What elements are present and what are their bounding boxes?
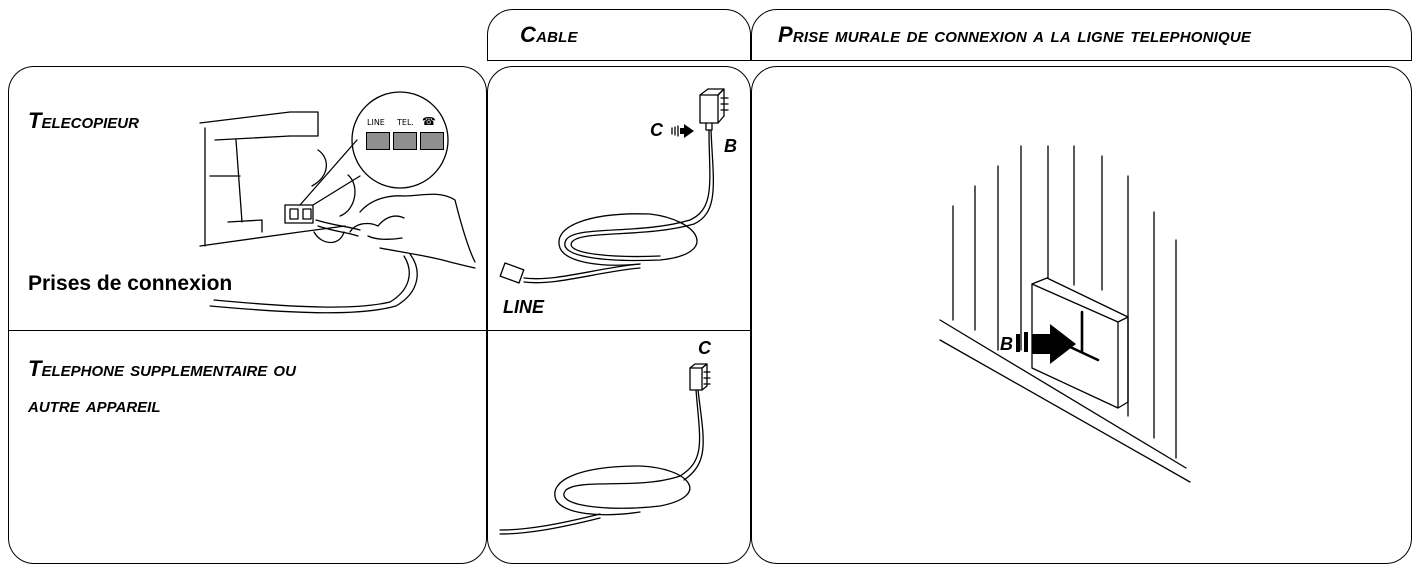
cable-tag-top-c: C [650, 120, 663, 140]
cable-row-divider [488, 330, 750, 331]
wall-tag-b: B [1000, 334, 1013, 354]
extra-phone-label-line2: autre appareil [28, 392, 161, 417]
cable-header: Cable [487, 9, 751, 61]
sockets-caption: Prises de connexion [28, 272, 233, 295]
cable-tag-line: LINE [503, 297, 545, 317]
socket-ext [420, 132, 444, 150]
wall-socket-header-text: Prise murale de connexion a la ligne tel… [778, 22, 1252, 47]
fax-label: Telecopieur [28, 108, 139, 133]
wall-socket-header: Prise murale de connexion a la ligne tel… [751, 9, 1412, 61]
cable-tag-top-b: B [724, 136, 737, 156]
zoom-panel: LINE TEL. ☎ [364, 116, 444, 158]
cable-column [487, 66, 751, 564]
socket-label-tel: TEL. [397, 118, 414, 127]
socket-label-line: LINE [367, 118, 385, 127]
socket-tel [393, 132, 417, 150]
socket-line [366, 132, 390, 150]
extra-phone-label-line1: Telephone supplementaire ou [28, 356, 296, 381]
device-row-divider [9, 330, 486, 331]
handset-icon: ☎ [422, 116, 436, 128]
cable-header-text: Cable [520, 22, 578, 47]
cable-tag-bottom-c: C [698, 338, 711, 358]
